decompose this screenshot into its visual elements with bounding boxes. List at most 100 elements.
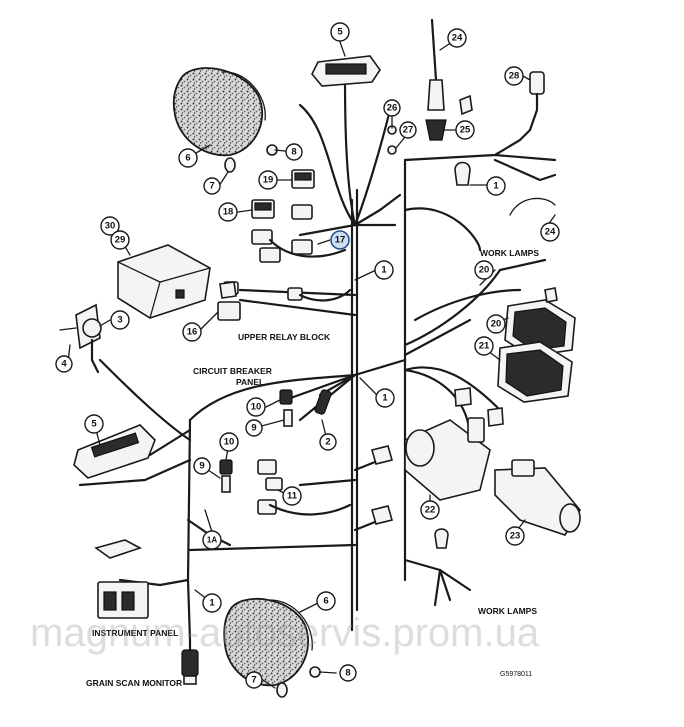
dome-lamp-left: [73, 424, 156, 479]
svg-text:27: 27: [403, 125, 414, 136]
svg-text:11: 11: [287, 491, 298, 502]
svg-text:8: 8: [291, 147, 296, 158]
callout-30: 30: [100, 216, 120, 236]
callout-4: 4: [55, 355, 73, 373]
control-module: [117, 244, 211, 319]
callout-6-top: 6: [178, 148, 198, 168]
callout-17: 17: [330, 230, 350, 250]
callout-10-a: 10: [246, 397, 266, 417]
callout-8-top: 8: [285, 143, 303, 161]
callout-5-top: 5: [330, 22, 350, 42]
svg-text:25: 25: [460, 125, 471, 136]
svg-text:6: 6: [323, 596, 328, 607]
work-lamp-lower: [497, 341, 573, 403]
label-work-lamps-upper: WORK LAMPS: [480, 248, 539, 258]
svg-text:9: 9: [251, 423, 256, 434]
key-switch: [59, 303, 102, 374]
svg-text:7: 7: [209, 181, 214, 192]
svg-text:7: 7: [251, 675, 256, 686]
callout-9-b: 9: [193, 457, 211, 475]
svg-text:10: 10: [251, 402, 262, 413]
label-circuit-breaker-panel: PANEL: [236, 377, 264, 387]
svg-text:26: 26: [387, 103, 398, 114]
motor-22: [404, 417, 491, 501]
svg-text:1: 1: [382, 393, 388, 404]
callout-7-top: 7: [203, 177, 221, 195]
motor-23: [494, 459, 581, 536]
label-circuit-breaker: CIRCUIT BREAKER: [193, 366, 272, 376]
svg-text:29: 29: [115, 235, 126, 246]
svg-text:6: 6: [185, 153, 190, 164]
work-lamp-upper: [504, 299, 576, 357]
svg-text:30: 30: [105, 221, 116, 232]
callouts: 5 24 28 26 27 25 6 8 7 19 1 18 30 29 17 …: [0, 0, 560, 689]
callout-18: 18: [218, 202, 238, 222]
callout-10-b: 10: [219, 432, 239, 452]
callout-22: 22: [420, 500, 440, 520]
callout-29: 29: [110, 230, 130, 250]
callout-24-top: 24: [447, 28, 467, 48]
callout-24-right: 24: [540, 222, 560, 242]
svg-text:3: 3: [117, 315, 122, 326]
svg-text:1: 1: [209, 598, 215, 609]
svg-text:2: 2: [325, 437, 330, 448]
callout-3: 3: [110, 310, 130, 330]
svg-text:4: 4: [61, 359, 67, 370]
antenna: [425, 18, 447, 141]
callout-28: 28: [504, 66, 524, 86]
sensor-28: [518, 71, 545, 142]
callout-1-d: 1: [202, 593, 222, 613]
callout-1-b: 1: [374, 260, 394, 280]
svg-text:28: 28: [509, 71, 520, 82]
small-connectors: [219, 94, 558, 698]
svg-text:21: 21: [479, 341, 490, 352]
callout-1-a: 1: [486, 176, 506, 196]
callout-1-c: 1: [375, 388, 395, 408]
svg-text:1A: 1A: [207, 536, 217, 545]
svg-text:8: 8: [345, 668, 350, 679]
svg-text:20: 20: [479, 265, 490, 276]
dome-lamp-top: [311, 55, 381, 87]
callout-8-bottom: 8: [339, 664, 357, 682]
svg-text:18: 18: [223, 207, 234, 218]
label-work-lamps-lower: WORK LAMPS: [478, 606, 537, 616]
svg-text:10: 10: [224, 437, 235, 448]
grain-scan-connector: [181, 649, 199, 685]
callout-21: 21: [474, 336, 494, 356]
main-harness-wires: [78, 73, 557, 652]
svg-text:22: 22: [425, 505, 436, 516]
callout-23: 23: [505, 526, 525, 546]
callout-20-a: 20: [474, 260, 494, 280]
instrument-panel-connectors: [94, 539, 149, 619]
label-upper-relay-block: UPPER RELAY BLOCK: [238, 332, 331, 342]
callout-26: 26: [383, 99, 401, 117]
callout-19: 19: [258, 170, 278, 190]
svg-text:5: 5: [337, 27, 343, 38]
callout-1a: 1A: [202, 530, 222, 550]
svg-text:19: 19: [263, 175, 274, 186]
svg-text:24: 24: [545, 227, 556, 238]
watermark: magnum-autoservis.prom.ua: [30, 611, 540, 655]
svg-text:23: 23: [510, 531, 521, 542]
callout-6-bottom: 6: [316, 591, 336, 611]
callout-5-left: 5: [84, 414, 104, 434]
speaker-top: [172, 67, 266, 157]
svg-text:5: 5: [91, 419, 97, 430]
label-instrument-panel: INSTRUMENT PANEL: [92, 628, 178, 638]
rocker-switches: [251, 169, 352, 302]
callout-9-a: 9: [245, 419, 263, 437]
svg-text:20: 20: [491, 319, 502, 330]
figure-code: G5978011: [500, 671, 532, 678]
callout-7-bottom: 7: [245, 671, 263, 689]
callout-1-e: 1: [0, 0, 3, 6]
callout-20-b: 20: [486, 314, 506, 334]
callout-25: 25: [455, 120, 475, 140]
svg-text:24: 24: [452, 33, 463, 44]
callout-16: 16: [182, 322, 202, 342]
label-grain-scan-monitor: GRAIN SCAN MONITOR: [86, 678, 182, 688]
svg-text:1: 1: [381, 265, 387, 276]
svg-text:1: 1: [493, 181, 499, 192]
svg-text:17: 17: [335, 235, 346, 246]
svg-text:16: 16: [187, 327, 198, 338]
